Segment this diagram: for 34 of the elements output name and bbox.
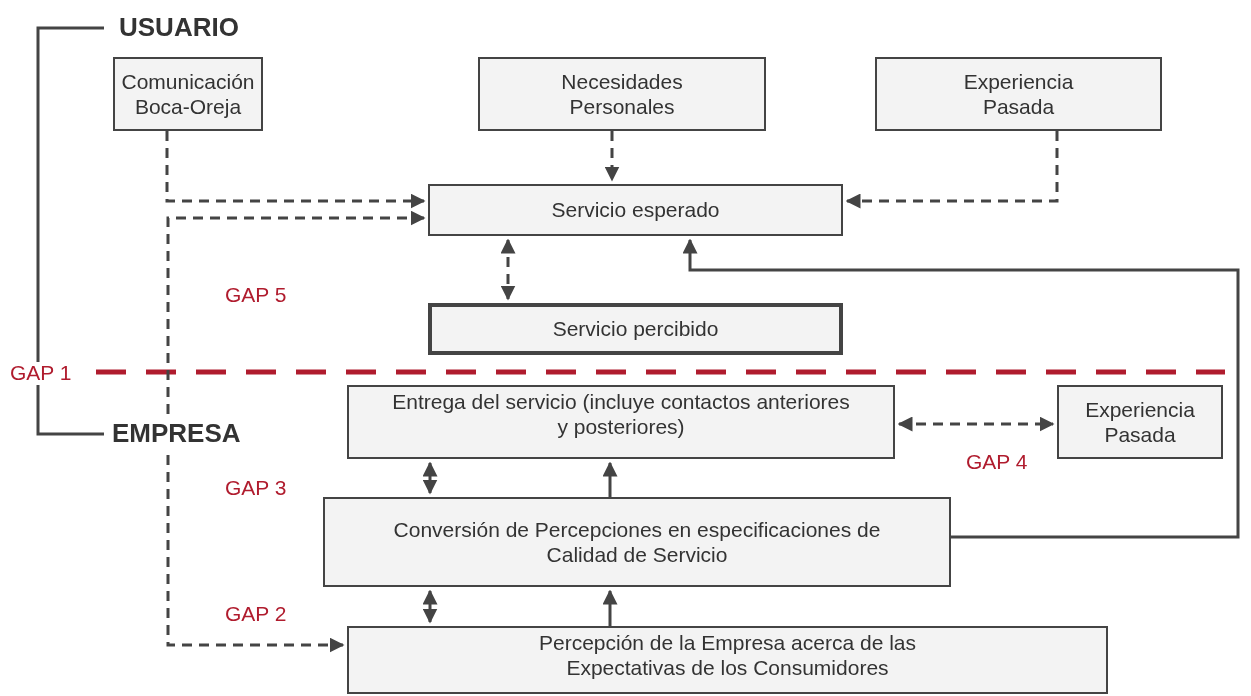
arrow	[604, 131, 620, 182]
box-label: Conversión de Percepciones en especificaciones de Calidad de Servicio	[392, 516, 882, 568]
process-box	[347, 385, 895, 459]
gap-label: GAP 5	[225, 283, 287, 307]
gap-label: GAP 3	[225, 476, 287, 500]
gap-label: GAP 1	[10, 361, 72, 385]
arrow	[897, 416, 1055, 432]
process-box	[113, 57, 263, 131]
arrow	[422, 589, 438, 624]
process-box	[323, 497, 951, 587]
arrow	[682, 238, 1240, 539]
process-box	[347, 626, 1108, 694]
box-label: Experiencia Pasada	[962, 68, 1075, 120]
box-label: Servicio esperado	[551, 197, 720, 223]
process-box	[1057, 385, 1223, 459]
gap-label: GAP 4	[966, 450, 1028, 474]
box-label: Entrega del servicio (incluye contactos anteriores y posteriores)	[391, 389, 851, 440]
arrow	[422, 461, 438, 495]
arrow	[166, 210, 426, 653]
arrow	[500, 238, 516, 301]
process-box	[428, 303, 843, 355]
arrow	[602, 589, 618, 626]
box-label: Servicio percibido	[552, 316, 719, 342]
arrow	[165, 131, 426, 209]
process-box	[428, 184, 843, 236]
gap-label: GAP 2	[225, 602, 287, 626]
arrow	[602, 461, 618, 497]
box-label: Percepción de la Empresa acerca de las Expectativas de los Consumidores	[537, 630, 917, 681]
process-box	[875, 57, 1162, 131]
arrow	[845, 131, 1059, 209]
box-label: Experiencia Pasada	[1084, 396, 1196, 448]
box-label: Necesidades Personales	[560, 68, 684, 120]
process-box	[478, 57, 766, 131]
box-label: Comunicación Boca-Oreja	[121, 68, 255, 120]
